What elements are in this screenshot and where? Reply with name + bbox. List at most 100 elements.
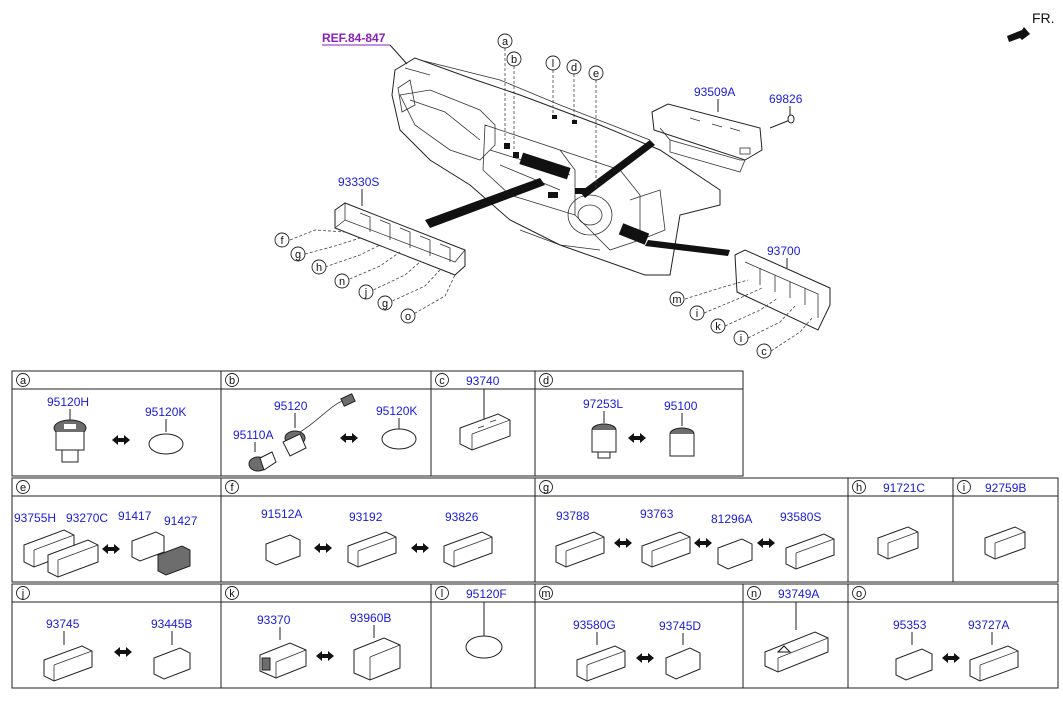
svg-text:k: k xyxy=(715,321,721,333)
svg-text:a: a xyxy=(502,36,509,48)
usb-port-part xyxy=(591,423,617,459)
switch-91721C xyxy=(877,526,919,560)
ref-label[interactable]: REF.84-847 xyxy=(322,31,386,45)
interchange-arrow-icon xyxy=(942,653,960,663)
switch-91512A xyxy=(265,534,301,566)
part-69826[interactable]: 69826 xyxy=(769,92,803,106)
table-row-2 xyxy=(11,477,1059,583)
svg-text:g: g xyxy=(543,482,549,494)
svg-text:k: k xyxy=(229,588,235,600)
switch-93580S xyxy=(785,533,835,570)
svg-text:d: d xyxy=(543,375,549,387)
part-91721C[interactable]: 91721C xyxy=(883,481,925,495)
switch-93826 xyxy=(443,531,493,568)
svg-text:n: n xyxy=(339,276,345,288)
screw-icon xyxy=(769,114,795,129)
svg-text:c: c xyxy=(439,375,445,387)
switch-93745D xyxy=(665,647,701,680)
interchange-arrow-icon xyxy=(636,653,654,663)
svg-text:n: n xyxy=(751,588,757,600)
switch-93727A xyxy=(969,645,1019,682)
switch-93192 xyxy=(347,531,397,568)
part-93192[interactable]: 93192 xyxy=(349,510,383,524)
part-93580G[interactable]: 93580G xyxy=(573,618,616,632)
part-93826[interactable]: 93826 xyxy=(445,510,479,524)
part-95120F[interactable]: 95120F xyxy=(466,587,507,601)
part-95353[interactable]: 95353 xyxy=(893,618,927,632)
svg-text:b: b xyxy=(511,54,517,66)
right-panel-callouts: m i k i c xyxy=(669,291,772,359)
part-91512A[interactable]: 91512A xyxy=(261,507,302,521)
part-93700[interactable]: 93700 xyxy=(767,244,801,258)
switch-93745 xyxy=(43,645,93,682)
interchange-arrow-icon xyxy=(614,538,632,548)
switch-93763 xyxy=(641,531,691,568)
part-97253L[interactable]: 97253L xyxy=(583,397,623,411)
hazard-switch-93749A xyxy=(764,631,829,673)
part-93745[interactable]: 93745 xyxy=(46,617,80,631)
interchange-arrow-icon xyxy=(694,538,712,548)
switch-93580G xyxy=(576,645,626,682)
part-93749A[interactable]: 93749A xyxy=(778,587,819,601)
right-panel-leaders xyxy=(684,279,813,352)
part-93755H[interactable]: 93755H xyxy=(14,511,56,525)
switch-95353 xyxy=(895,648,933,681)
svg-text:i: i xyxy=(696,308,698,320)
part-93960B[interactable]: 93960B xyxy=(350,611,391,625)
svg-text:j: j xyxy=(21,588,24,600)
part-81296A[interactable]: 81296A xyxy=(711,512,752,526)
table-row-1 xyxy=(11,370,744,477)
cap-part xyxy=(148,433,184,455)
part-95100[interactable]: 95100 xyxy=(664,399,698,413)
interchange-arrow-icon xyxy=(340,433,358,443)
part-93330S[interactable]: 93330S xyxy=(338,175,379,189)
part-95120K[interactable]: 95120K xyxy=(145,405,186,419)
part-95120H[interactable]: 95120H xyxy=(47,395,89,409)
front-arrow-icon xyxy=(1007,27,1030,42)
interchange-arrow-icon xyxy=(316,651,334,661)
svg-text:h: h xyxy=(316,262,322,274)
switch-91427 xyxy=(157,545,191,576)
switch-92759B xyxy=(984,526,1026,560)
svg-text:l: l xyxy=(552,58,554,70)
svg-text:e: e xyxy=(20,482,26,494)
part-93727A[interactable]: 93727A xyxy=(968,618,1009,632)
part-93370[interactable]: 93370 xyxy=(257,613,291,627)
switch-81296A xyxy=(717,538,753,570)
interchange-arrow-icon xyxy=(628,433,646,443)
switch-93740 xyxy=(459,413,511,451)
svg-text:l: l xyxy=(441,588,443,600)
plug-cap-95120F xyxy=(465,635,503,659)
switch-91417 xyxy=(131,531,165,562)
svg-text:m: m xyxy=(541,588,550,600)
part-93580S[interactable]: 93580S xyxy=(780,510,821,524)
part-93763[interactable]: 93763 xyxy=(640,507,674,521)
svg-text:f: f xyxy=(230,482,234,494)
part-92759B[interactable]: 92759B xyxy=(985,481,1026,495)
part-93745D[interactable]: 93745D xyxy=(659,619,701,633)
part-95120[interactable]: 95120 xyxy=(274,399,308,413)
svg-text:o: o xyxy=(856,588,862,600)
part-93740[interactable]: 93740 xyxy=(466,374,500,388)
power-socket-assembly xyxy=(248,393,356,472)
aux-port-part xyxy=(669,427,695,457)
switch-93270C xyxy=(47,539,99,578)
dashboard-assembly xyxy=(391,57,730,276)
part-95110A[interactable]: 95110A xyxy=(233,428,273,442)
part-95120K[interactable]: 95120K xyxy=(376,404,417,418)
interchange-arrow-icon xyxy=(112,435,130,445)
interchange-arrow-icon xyxy=(114,647,132,657)
interchange-arrow-icon xyxy=(102,544,120,554)
svg-text:m: m xyxy=(672,294,681,306)
svg-text:o: o xyxy=(405,311,411,323)
part-91417[interactable]: 91417 xyxy=(118,509,152,523)
interchange-arrow-icon xyxy=(314,543,332,553)
part-93509A[interactable]: 93509A xyxy=(694,85,735,99)
part-93788[interactable]: 93788 xyxy=(556,509,590,523)
left-panel-leaders xyxy=(289,229,456,317)
part-93270C[interactable]: 93270C xyxy=(66,511,108,525)
switch-panel-left xyxy=(334,202,466,276)
part-91427[interactable]: 91427 xyxy=(164,514,198,528)
cap-part xyxy=(381,428,417,450)
part-93445B[interactable]: 93445B xyxy=(151,617,192,631)
